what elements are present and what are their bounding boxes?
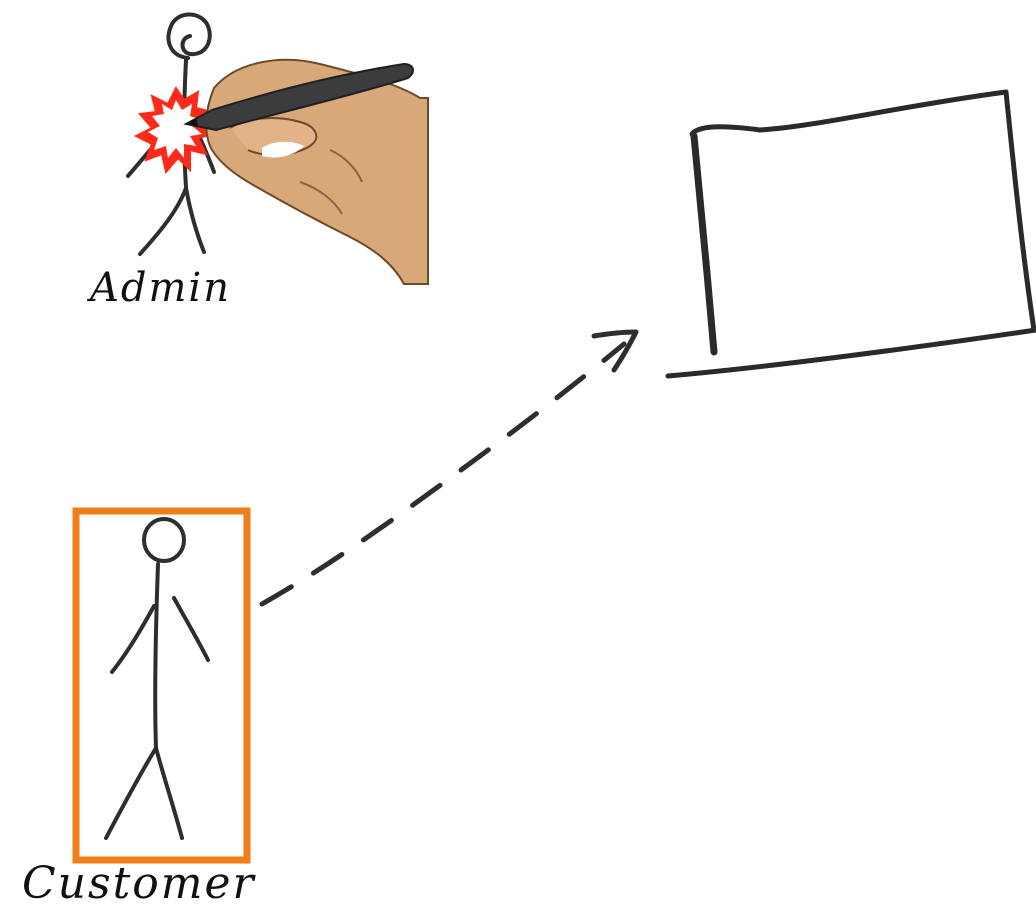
customer-highlight-box: [72, 507, 251, 864]
starburst-icon: [133, 86, 217, 175]
drawing-hand-icon: [183, 58, 429, 285]
sketched-screen: [665, 89, 1036, 379]
admin-label: Admin: [90, 265, 231, 311]
customer-stick-figure: [104, 517, 210, 840]
customer-label: Customer: [22, 858, 256, 909]
dashed-arrow: [259, 329, 639, 607]
